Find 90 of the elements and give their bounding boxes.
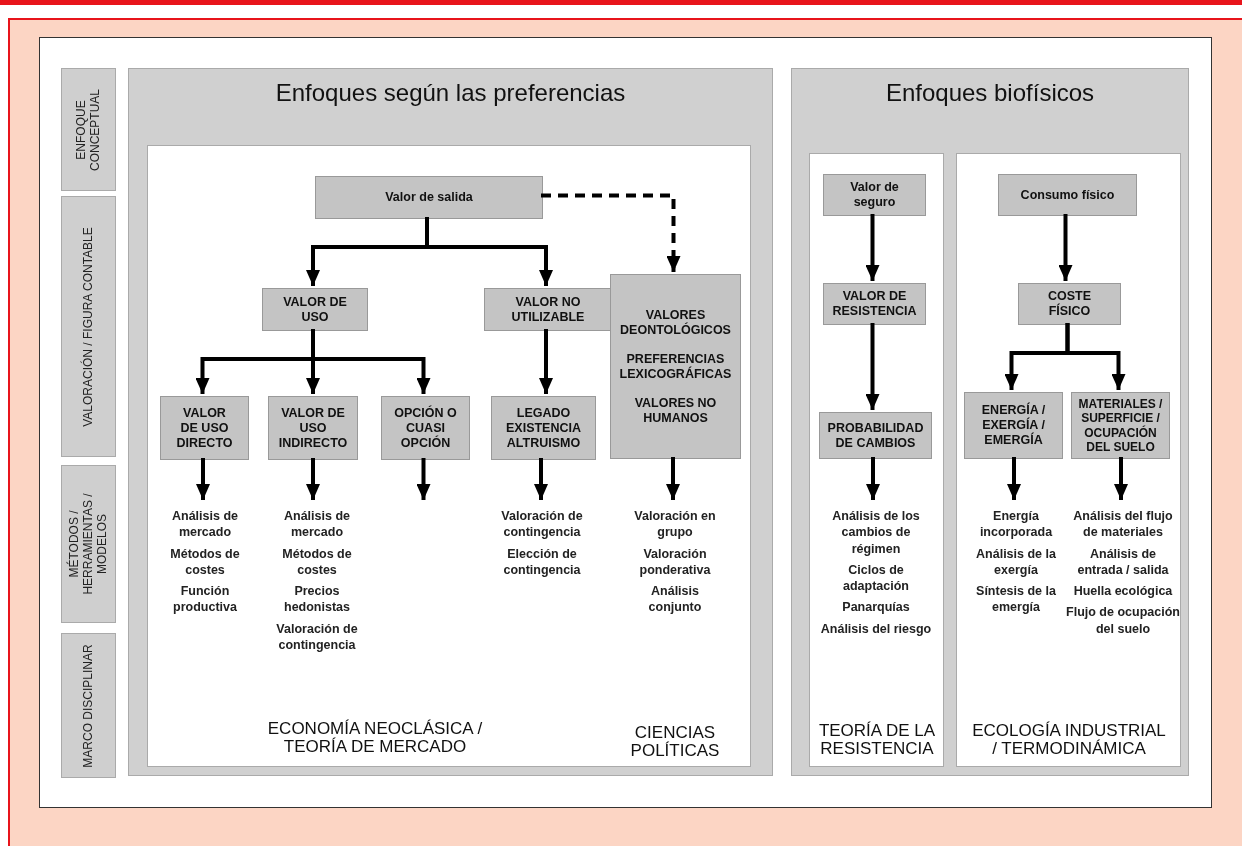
method-item: Métodos de costes — [169, 545, 241, 578]
method-item: Ciclos de adaptación — [842, 561, 910, 595]
box-label: Valor de salida — [385, 190, 473, 205]
box-label: VALORES NO HUMANOS — [633, 395, 718, 426]
method-item: Análisis de los cambios de régimen — [831, 508, 921, 557]
concept-box — [998, 174, 1137, 216]
box-label: VALOR DE USO DIRECTO — [175, 405, 234, 451]
concept-box — [1071, 392, 1170, 459]
arrow — [306, 458, 320, 500]
row-label-band — [61, 196, 116, 457]
method-item: Valoración ponderativa — [638, 545, 712, 578]
concept-box — [1018, 283, 1121, 325]
discipline-panel — [147, 145, 751, 767]
method-item: Valoración en grupo — [633, 508, 717, 541]
arrow — [866, 457, 880, 500]
row-label: ENFOQUE CONCEPTUAL — [74, 87, 103, 173]
concept-box — [610, 274, 741, 459]
method-item: Análisis de la exergía — [975, 545, 1057, 578]
method-item: Métodos de costes — [281, 545, 353, 578]
box-label: VALORES DEONTOLÓGICOS — [620, 307, 731, 338]
concept-box — [268, 396, 358, 460]
method-item: Flujo de ocupación del suelo — [1066, 604, 1180, 637]
arrow — [416, 458, 431, 500]
box-label: MATERIALES / SUPERFICIE / OCUPACIÓN DEL SUELO — [1077, 396, 1164, 455]
arrow — [425, 217, 553, 286]
method-item: Función productiva — [172, 583, 238, 616]
method-item: Análisis de mercado — [283, 508, 351, 541]
approach-panel — [791, 68, 1189, 776]
dashed-arrow — [541, 193, 681, 272]
method-item: Análisis del riesgo — [820, 620, 932, 637]
arrow — [666, 457, 680, 500]
arrow — [865, 214, 880, 281]
box-label: LEGADO EXISTENCIA ALTRUISMO — [505, 405, 582, 451]
discipline-label: ECONOMÍA NEOCLÁSICA / TEORÍA DE MERCADO — [266, 720, 484, 756]
box-label: ENERGÍA / EXERGÍA / EMERGÍA — [980, 403, 1047, 448]
panel-title: Enfoques según las preferencias — [274, 79, 627, 107]
method-item: Síntesis de la emergía — [975, 583, 1057, 616]
method-item: Valoración de contingencia — [500, 508, 584, 541]
box-label: PROBABILIDAD DE CAMBIOS — [827, 420, 924, 451]
method-item: Precios hedonistas — [283, 583, 351, 616]
arrow — [1058, 214, 1073, 281]
box-label: VALOR DE USO INDIRECTO — [278, 405, 348, 451]
arrow — [1065, 323, 1126, 390]
arrow — [1114, 457, 1128, 500]
concept-box — [823, 283, 926, 325]
concept-box — [262, 288, 368, 331]
concept-box — [315, 176, 543, 219]
arrow — [1007, 457, 1021, 500]
box-label: PREFERENCIAS LEXICOGRÁFICAS — [619, 351, 732, 382]
arrow — [539, 329, 553, 394]
discipline-panel — [956, 153, 1181, 767]
row-label-band — [61, 465, 116, 623]
row-label: MARCO DISCIPLINAR — [81, 642, 96, 770]
concept-box — [160, 396, 249, 460]
row-label: MÉTODOS / HERRAMIENTAS / MODELOS — [67, 492, 110, 597]
box-label: Valor de seguro — [849, 180, 900, 210]
approach-panel — [128, 68, 773, 776]
box-label: OPCIÓN O CUASI OPCIÓN — [394, 405, 457, 451]
discipline-label: CIENCIAS POLÍTICAS — [629, 724, 721, 760]
arrow — [311, 329, 431, 394]
concept-box — [491, 396, 596, 460]
row-label: VALORACIÓN / FIGURA CONTABLE — [81, 225, 96, 429]
arrow — [865, 323, 880, 410]
box-label: Consumo físico — [1020, 187, 1115, 203]
box-label: VALOR DE USO — [282, 294, 348, 325]
panel-title: Enfoques biofísicos — [884, 79, 1096, 107]
concept-box — [823, 174, 926, 216]
method-item: Panarquías — [842, 599, 910, 616]
box-label: COSTE FÍSICO — [1046, 289, 1093, 319]
concept-box — [381, 396, 470, 460]
method-item: Energía incorporada — [978, 508, 1054, 541]
box-label: VALOR DE RESISTENCIA — [832, 289, 917, 319]
method-item: Huella ecológica — [1073, 583, 1173, 600]
method-item: Análisis conjunto — [647, 583, 703, 616]
box-label: VALOR NO UTILIZABLE — [510, 294, 586, 325]
method-item: Valoración de contingencia — [275, 620, 359, 653]
arrow — [196, 458, 210, 500]
method-item: Análisis de entrada / salida — [1076, 545, 1170, 578]
method-item: Análisis de mercado — [171, 508, 239, 541]
discipline-panel — [809, 153, 944, 767]
discipline-label: ECOLOGÍA INDUSTRIAL / TERMODINÁMICA — [971, 722, 1167, 758]
row-label-band — [61, 633, 116, 778]
row-label-band — [61, 68, 116, 191]
concept-box — [484, 288, 612, 331]
method-item: Elección de contingencia — [502, 545, 582, 578]
method-item: Análisis del flujo de materiales — [1072, 508, 1174, 541]
arrow — [534, 458, 548, 500]
discipline-label: TEORÍA DE LA RESISTENCIA — [817, 722, 937, 758]
concept-box — [819, 412, 932, 459]
concept-box — [964, 392, 1063, 459]
